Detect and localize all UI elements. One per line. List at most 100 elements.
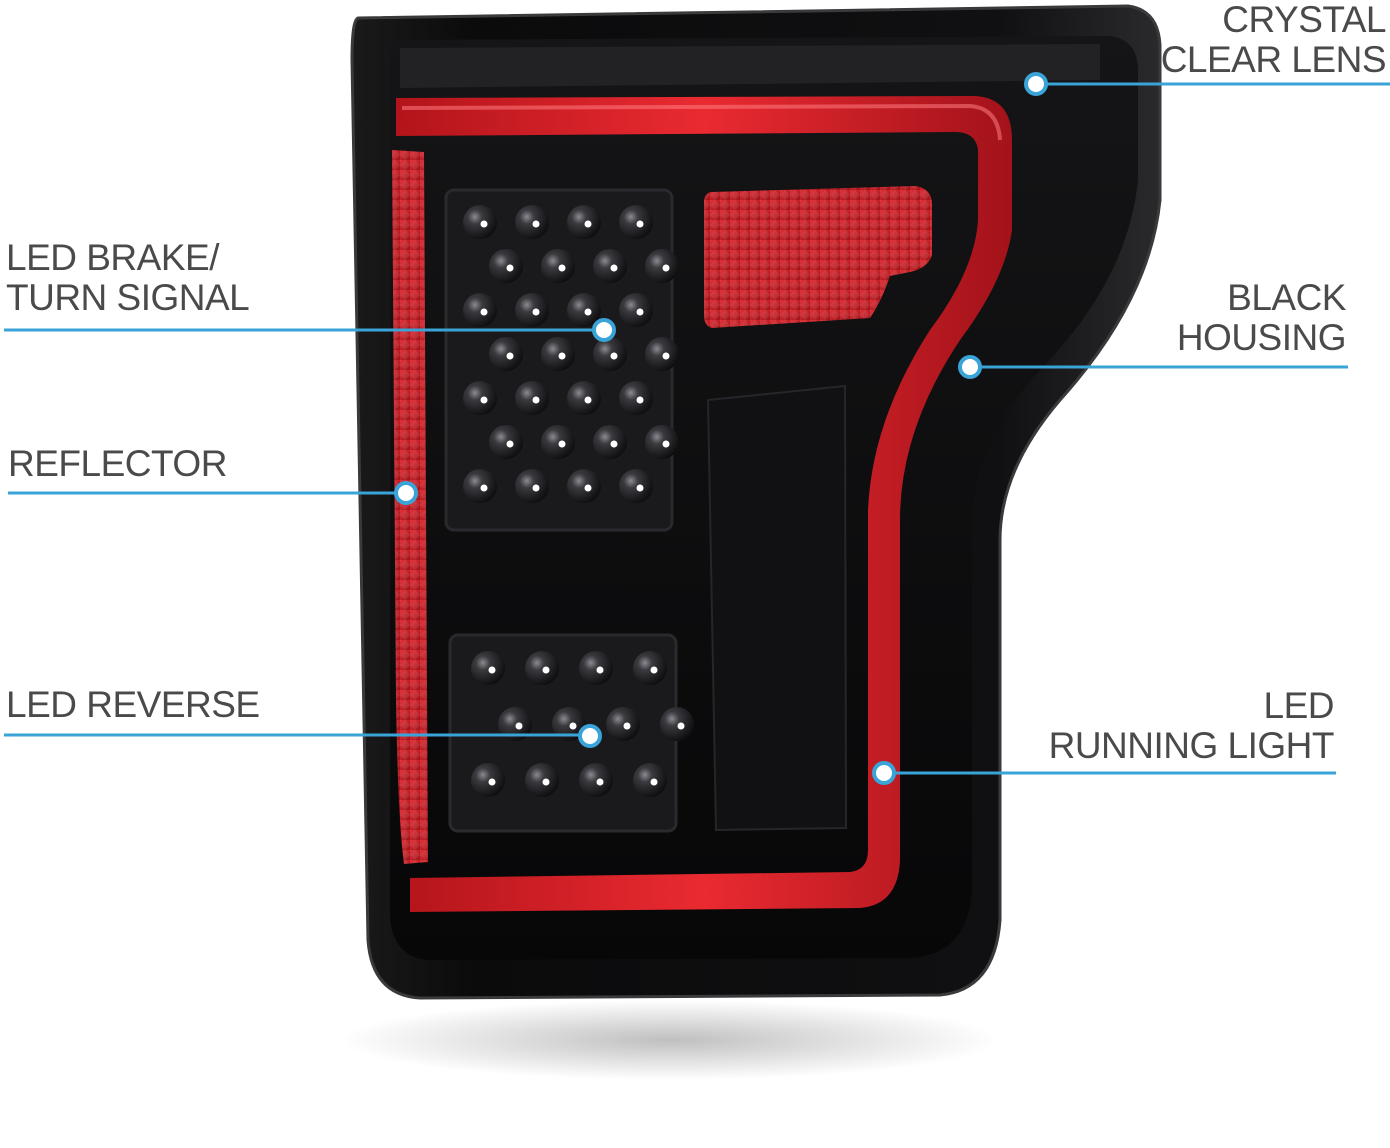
led-glint — [506, 352, 514, 360]
led-icon — [463, 293, 497, 327]
led-glint — [596, 778, 604, 786]
led-glint — [636, 308, 644, 316]
callout-dots — [394, 72, 1048, 785]
brake-led-grid — [463, 205, 679, 503]
led-icon — [645, 425, 679, 459]
led-glint — [488, 778, 496, 786]
led-icon — [463, 205, 497, 239]
led-glint — [584, 308, 592, 316]
led-icon — [489, 425, 523, 459]
led-glint — [584, 396, 592, 404]
led-glint — [542, 666, 550, 674]
led-icon — [567, 205, 601, 239]
led-glint — [488, 666, 496, 674]
callout-label-led-running-light: LED RUNNING LIGHT — [1049, 685, 1335, 766]
led-icon — [619, 205, 653, 239]
led-icon — [579, 651, 613, 685]
callout-text: LED REVERSE — [6, 684, 260, 725]
callout-dot-icon — [1024, 72, 1048, 96]
led-glint — [532, 396, 540, 404]
led-icon — [619, 381, 653, 415]
top-glare — [400, 44, 1100, 88]
led-glint — [532, 308, 540, 316]
led-glint — [623, 722, 631, 730]
upper-reflector — [704, 186, 932, 328]
led-glint — [532, 220, 540, 228]
running-light-highlight — [401, 103, 1002, 141]
callout-label-led-brake-turn: LED BRAKE/ TURN SIGNAL — [6, 237, 250, 318]
led-glint — [636, 220, 644, 228]
led-icon — [471, 651, 505, 685]
reverse-led-grid — [471, 651, 694, 797]
led-icon — [541, 249, 575, 283]
led-icon — [471, 763, 505, 797]
led-icon — [515, 469, 549, 503]
led-glint — [515, 722, 523, 730]
led-icon — [593, 249, 627, 283]
led-glint — [480, 308, 488, 316]
led-icon — [579, 763, 613, 797]
callout-text: TURN SIGNAL — [6, 277, 250, 318]
led-glint — [677, 722, 685, 730]
led-glint — [610, 440, 618, 448]
led-icon — [463, 469, 497, 503]
callout-label-led-reverse: LED REVERSE — [6, 685, 260, 725]
led-glint — [558, 352, 566, 360]
led-glint — [480, 484, 488, 492]
led-icon — [645, 249, 679, 283]
callout-text: BLACK — [1227, 277, 1346, 318]
callout-dot-icon — [578, 724, 602, 748]
led-icon — [541, 337, 575, 371]
housing-rim — [350, 4, 1162, 1000]
callout-text: CRYSTAL — [1222, 0, 1386, 40]
callout-dot-icon — [592, 318, 616, 342]
led-icon — [606, 707, 640, 741]
led-glint — [542, 778, 550, 786]
led-icon — [515, 205, 549, 239]
led-glint — [480, 396, 488, 404]
led-icon — [489, 337, 523, 371]
led-glint — [569, 722, 577, 730]
led-icon — [489, 249, 523, 283]
led-glint — [480, 220, 488, 228]
led-glint — [662, 352, 670, 360]
led-icon — [567, 381, 601, 415]
callout-label-reflector: REFLECTOR — [8, 444, 227, 484]
led-icon — [552, 707, 586, 741]
running-light-bar — [396, 96, 1012, 912]
led-icon — [515, 381, 549, 415]
led-icon — [525, 651, 559, 685]
led-glint — [506, 440, 514, 448]
led-icon — [567, 293, 601, 327]
led-icon — [593, 337, 627, 371]
callout-text: HOUSING — [1176, 317, 1347, 358]
led-glint — [650, 778, 658, 786]
led-icon — [593, 425, 627, 459]
led-glint — [558, 440, 566, 448]
led-icon — [645, 337, 679, 371]
led-icon — [515, 293, 549, 327]
led-glint — [650, 666, 658, 674]
led-glint — [662, 264, 670, 272]
led-icon — [567, 469, 601, 503]
led-glint — [584, 220, 592, 228]
led-glint — [558, 264, 566, 272]
led-glint — [506, 264, 514, 272]
callout-dot-icon — [872, 761, 896, 785]
callout-text: CLEAR LENS — [1160, 39, 1387, 80]
led-glint — [636, 484, 644, 492]
callout-text: LED — [1263, 685, 1335, 726]
led-icon — [463, 381, 497, 415]
led-glint — [584, 484, 592, 492]
led-glint — [610, 352, 618, 360]
led-icon — [541, 425, 575, 459]
callout-label-black-housing: BLACK HOUSING — [1176, 277, 1347, 358]
drop-shadow — [340, 1000, 1000, 1080]
callout-text: LED BRAKE/ — [6, 237, 219, 278]
led-glint — [610, 264, 618, 272]
led-glint — [636, 396, 644, 404]
callout-label-crystal-clear-lens: CRYSTAL CLEAR LENS — [1160, 0, 1387, 80]
led-icon — [633, 763, 667, 797]
led-icon — [633, 651, 667, 685]
